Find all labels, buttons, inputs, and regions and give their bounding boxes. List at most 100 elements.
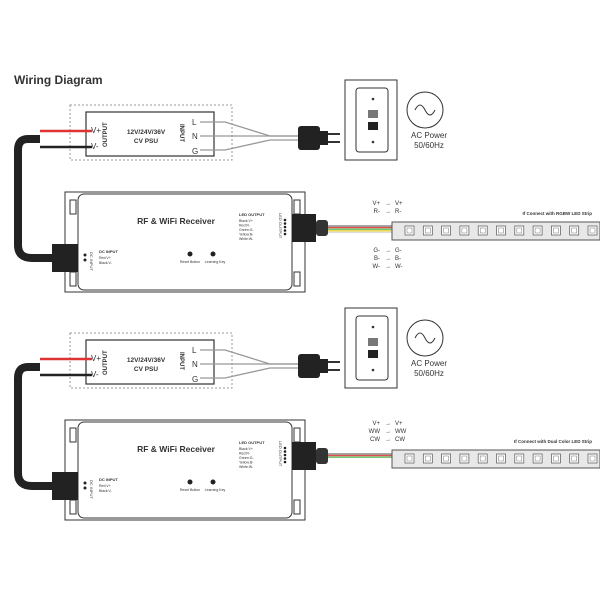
pin-to: V+ xyxy=(395,421,403,427)
pin-from: V+ xyxy=(372,421,380,427)
plug xyxy=(298,126,340,150)
led-output-wire: Green:G- xyxy=(239,456,254,460)
dc-cable xyxy=(14,129,92,262)
dc-input-red: Red:V+ xyxy=(99,256,111,260)
strip-title: If Connect with Dual Color LED Strip xyxy=(514,439,592,444)
diagram-1: OUTPUT V+ V- 12V/24V/36V CV PSU INPUT L … xyxy=(14,79,600,293)
receiver-title: RF & WiFi Receiver xyxy=(137,444,216,454)
pin-to: G- xyxy=(395,248,402,254)
psu-g: G xyxy=(192,375,198,384)
learning-key xyxy=(210,479,216,485)
dc-input-side-label: DC INPUT xyxy=(89,480,94,499)
receiver-title: RF & WiFi Receiver xyxy=(137,216,216,226)
dc-input-black: Black:V- xyxy=(99,261,113,265)
ac-wires xyxy=(200,349,300,379)
arrow-icon: → xyxy=(385,209,391,215)
pin-from: WW xyxy=(369,429,381,435)
led-output-wire: White:W- xyxy=(239,237,254,241)
led-wires xyxy=(328,453,392,458)
ac-power-label: AC Power xyxy=(411,131,447,140)
arrow-icon: → xyxy=(385,248,391,254)
strip-title: If Connect with RGBW LED Strip xyxy=(523,211,593,216)
arrow-icon: → xyxy=(385,429,391,435)
pin-mapping: B- → B- xyxy=(374,256,401,262)
plug xyxy=(298,354,340,378)
arrow-icon: → xyxy=(385,201,391,207)
dc-input-black: Black:V- xyxy=(99,489,113,493)
led-output-label: LED OUTPUT xyxy=(239,212,265,217)
psu-output-label: OUTPUT xyxy=(103,122,109,147)
psu: OUTPUT V+ V- 12V/24V/36V CV PSU INPUT L … xyxy=(69,104,233,161)
psu-type: CV PSU xyxy=(134,138,159,145)
led-output-wire: Yellow:B- xyxy=(239,233,254,237)
pin-mapping: CW → CW xyxy=(370,437,405,443)
pin-to: WW xyxy=(395,429,407,435)
psu-v-plus: V+ xyxy=(91,126,101,135)
led-output-wire: Yellow:B- xyxy=(239,461,254,465)
psu-type: CV PSU xyxy=(134,366,159,373)
wall-outlet xyxy=(344,79,398,161)
led-output-side-label: LED OUTPUT xyxy=(278,213,283,239)
psu-voltage: 12V/24V/36V xyxy=(127,357,166,364)
psu-v-minus: V- xyxy=(91,142,99,151)
psu-input-label: INPUT xyxy=(178,124,184,142)
led-output-wire: White:W- xyxy=(239,465,254,469)
led-wires xyxy=(328,225,392,234)
pin-mapping: WW → WW xyxy=(369,429,407,435)
psu-l: L xyxy=(192,118,197,127)
learning-key-label: Learning Key xyxy=(205,260,226,264)
reset-button-label: Reset Button xyxy=(180,488,200,492)
ac-wires xyxy=(200,121,300,151)
reset-button xyxy=(187,251,193,257)
arrow-icon: → xyxy=(385,264,391,270)
dc-input-label: DC INPUT xyxy=(99,477,118,482)
pin-to: R- xyxy=(395,209,401,215)
arrow-icon: → xyxy=(385,437,391,443)
psu: OUTPUT V+ V- 12V/24V/36V CV PSU INPUT L … xyxy=(69,332,233,389)
pin-from: R- xyxy=(374,209,380,215)
pin-from: B- xyxy=(374,256,380,262)
dc-cable xyxy=(14,357,92,490)
led-output-wire: Green:G- xyxy=(239,228,254,232)
receiver: RF & WiFi Receiver DC INPUT Red:V+ Black… xyxy=(52,419,328,521)
diagram-title: Wiring Diagram xyxy=(14,73,103,87)
psu-l: L xyxy=(192,346,197,355)
led-strip xyxy=(391,449,600,469)
wall-outlet xyxy=(344,307,398,389)
pin-to: B- xyxy=(395,256,401,262)
receiver: RF & WiFi Receiver DC INPUT Red:V+ Black… xyxy=(52,191,328,293)
led-output-side-label: LED OUTPUT xyxy=(278,441,283,467)
pin-to: V+ xyxy=(395,201,403,207)
psu-output-label: OUTPUT xyxy=(103,350,109,375)
learning-key-label: Learning Key xyxy=(205,488,226,492)
pin-mapping: W- → W- xyxy=(372,264,402,270)
ac-power-label: AC Power xyxy=(411,359,447,368)
led-output-wire: Red:R- xyxy=(239,452,251,456)
arrow-icon: → xyxy=(385,256,391,262)
pin-to: CW xyxy=(395,437,405,443)
pin-mapping: V+ → V+ xyxy=(372,201,403,207)
pin-from: W- xyxy=(372,264,380,270)
pin-from: CW xyxy=(370,437,380,443)
dc-input-red: Red:V+ xyxy=(99,484,111,488)
led-output-label: LED OUTPUT xyxy=(239,440,265,445)
pin-from: V+ xyxy=(372,201,380,207)
led-output-wire: Black:V+ xyxy=(239,447,253,451)
led-output-wire: Red:R- xyxy=(239,224,251,228)
psu-v-minus: V- xyxy=(91,370,99,379)
psu-voltage: 12V/24V/36V xyxy=(127,129,166,136)
reset-button xyxy=(187,479,193,485)
ac-source-icon xyxy=(406,319,444,357)
diagram-2: OUTPUT V+ V- 12V/24V/36V CV PSU INPUT L … xyxy=(14,307,600,521)
ac-frequency-label: 50/60Hz xyxy=(414,369,444,378)
psu-n: N xyxy=(192,360,198,369)
reset-button-label: Reset Button xyxy=(180,260,200,264)
pin-to: W- xyxy=(395,264,403,270)
pin-mapping: V+→V+ xyxy=(372,421,403,427)
dc-input-label: DC INPUT xyxy=(99,249,118,254)
psu-g: G xyxy=(192,147,198,156)
pin-from: G- xyxy=(373,248,380,254)
learning-key xyxy=(210,251,216,257)
